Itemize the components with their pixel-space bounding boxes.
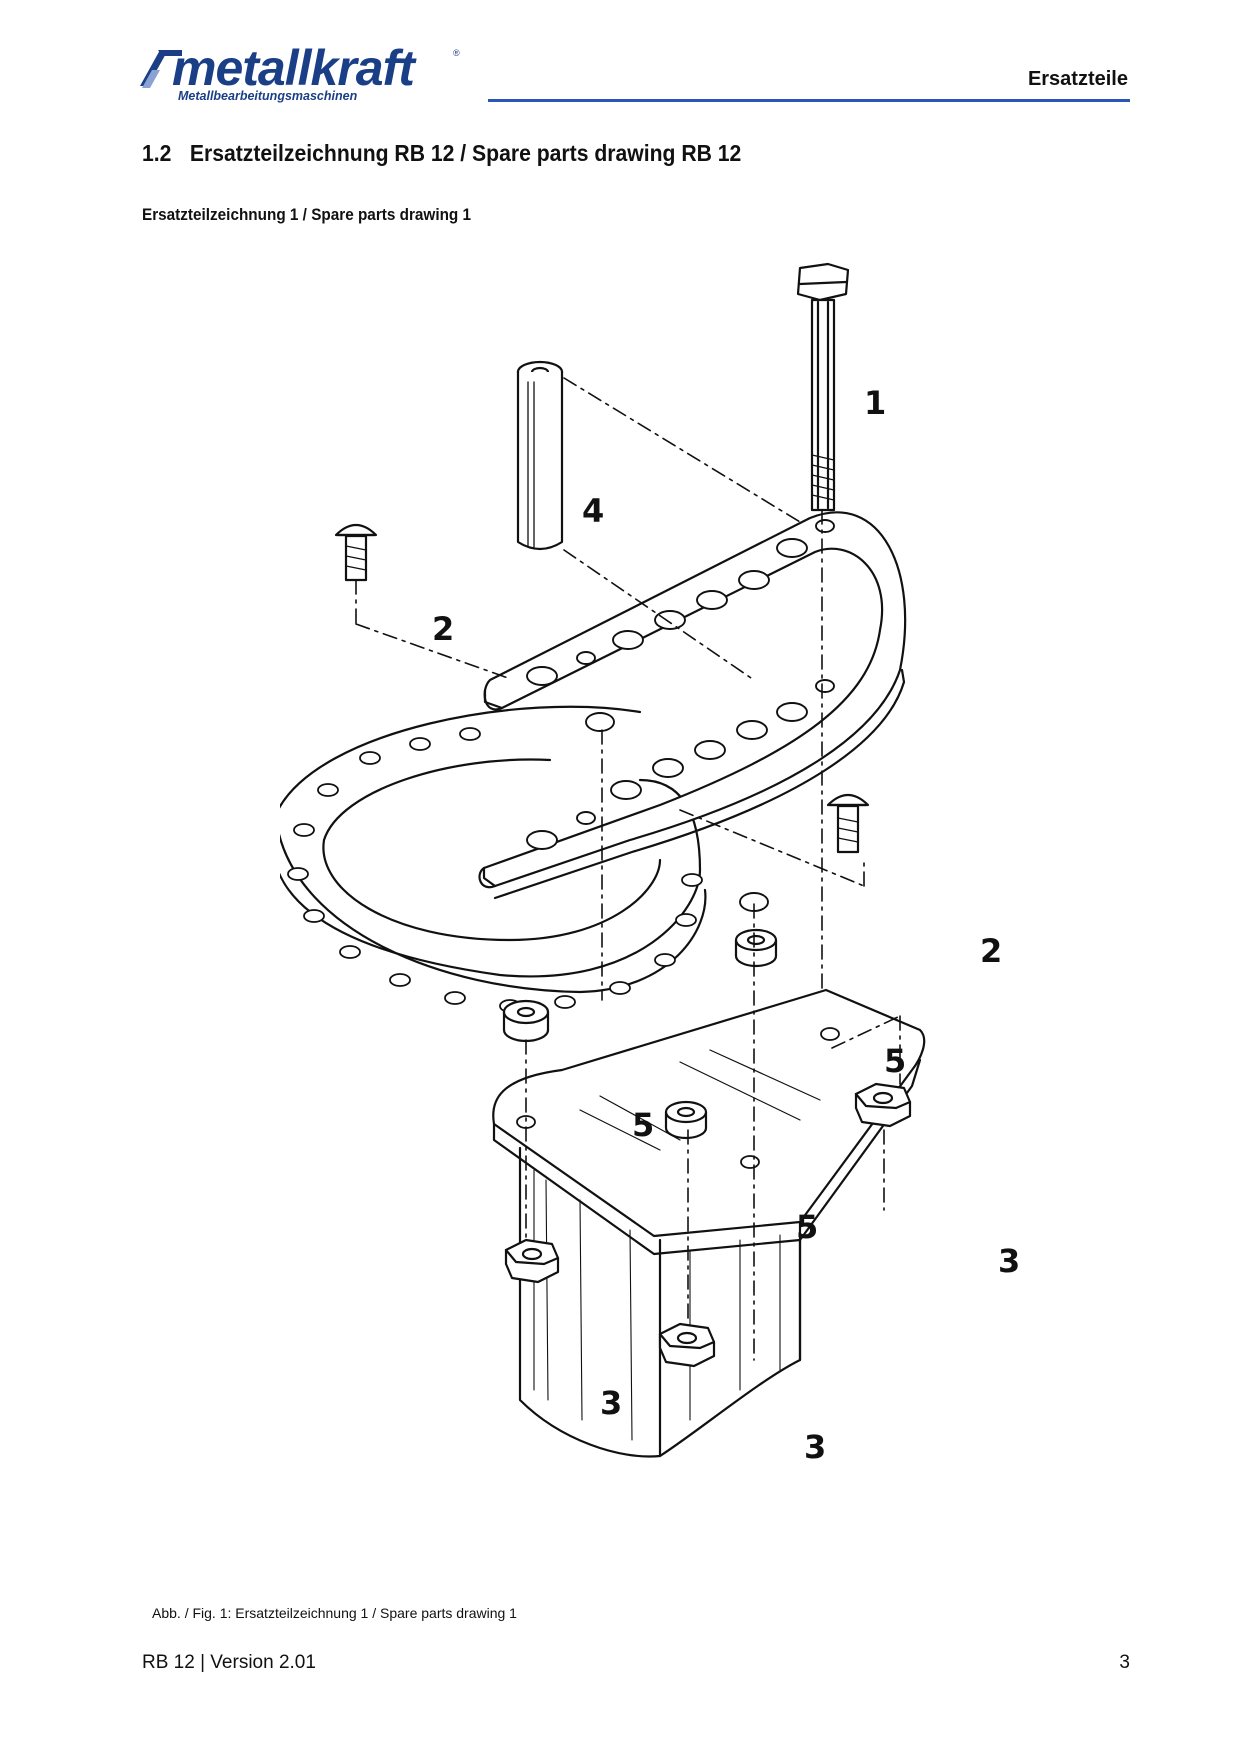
washer-part-5-c xyxy=(664,1100,708,1140)
part-label-2-right: 2 xyxy=(980,932,1002,970)
screw-part-2-right xyxy=(826,793,870,854)
logo-subtitle: Metallbearbeitungsmaschinen xyxy=(178,89,358,103)
part-label-5-b: 5 xyxy=(632,1106,654,1144)
logo-wordmark: metallkraft xyxy=(172,40,415,96)
hex-nut-part-3-left xyxy=(504,1238,560,1284)
drawing-subheading: Ersatzteilzeichnung 1 / Spare parts draw… xyxy=(142,205,472,224)
section-number: 1.2 xyxy=(142,140,172,166)
part-label-2-left: 2 xyxy=(432,610,454,648)
footer-doc-version: RB 12 | Version 2.01 xyxy=(142,1652,316,1673)
part-label-3-bottom: 3 xyxy=(804,1428,826,1466)
ring-plate xyxy=(280,705,707,1013)
screw-part-2-left xyxy=(334,523,378,582)
washer-part-5-a xyxy=(734,928,778,968)
washer-part-5-b xyxy=(502,999,550,1043)
header-section-label: Ersatzteile xyxy=(1027,68,1128,90)
part-label-4: 4 xyxy=(582,492,604,530)
hex-nut-part-3-right xyxy=(854,1082,912,1128)
section-title: 1.2 Ersatzteilzeichnung RB 12 / Spare par… xyxy=(142,140,741,167)
square-tube-body xyxy=(518,1146,802,1458)
part-label-5-a: 5 xyxy=(884,1042,906,1080)
figure-caption: Abb. / Fig. 1: Ersatzteilzeichnung 1 / S… xyxy=(152,1605,517,1621)
part-label-1: 1 xyxy=(864,384,886,422)
mounting-plate xyxy=(492,988,926,1256)
bolt-part-1 xyxy=(796,262,850,512)
part-label-3-right: 3 xyxy=(998,1242,1020,1280)
hex-nut-part-3-bottom xyxy=(658,1322,716,1368)
section-title-text: Ersatzteilzeichnung RB 12 / Spare parts … xyxy=(189,140,742,166)
header-rule xyxy=(488,99,1130,102)
brand-logo: metallkraft ® Metallbearbeitungsmaschine… xyxy=(138,40,478,106)
logo-mark-icon xyxy=(140,50,182,88)
part-label-5-c: 5 xyxy=(796,1208,818,1246)
spare-parts-drawing: 1 4 2 2 5 5 5 3 3 3 xyxy=(280,262,1020,1466)
part-label-3-left: 3 xyxy=(600,1384,622,1422)
u-clamp-bar xyxy=(478,511,907,912)
pin-part-4 xyxy=(516,360,564,551)
footer-page-number: 3 xyxy=(1119,1652,1130,1673)
assembly-lines xyxy=(355,377,901,1361)
logo-registered-mark: ® xyxy=(453,48,460,58)
